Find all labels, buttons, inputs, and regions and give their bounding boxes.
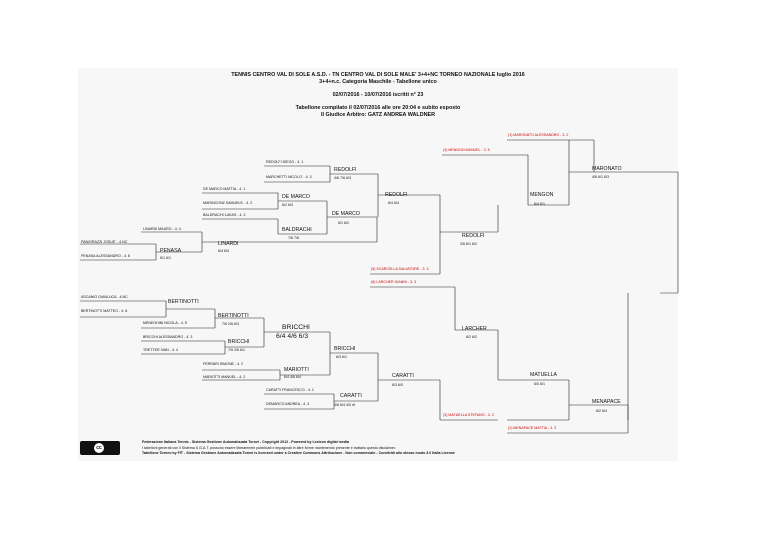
match-score: 6/4 6/3 (218, 249, 229, 253)
draw-entrant: CARATTI FRANCESCO - 4. 1 (266, 388, 314, 392)
footer-disclaimer: I tabelloni generati con il Sistema S.G.… (142, 445, 396, 450)
match-score: 6/2 6/2 (466, 335, 477, 339)
draw-entrant: PENASA ALESSANDRO - 4. 6 (81, 254, 130, 258)
seed-text: (1) MARONATO ALESSANDRO - 3. 2 (508, 133, 569, 137)
match-winner: MATUELLA (530, 372, 558, 378)
match-score: 6/1 6/2 (338, 221, 349, 225)
match-winner: CARATTI (340, 393, 362, 399)
seed-entrant: (5) SCARCELLA SALVATORE - 3. 3 (371, 267, 428, 272)
match-winner: DE MARCO (282, 194, 310, 200)
match-winner: BRICCHI (282, 324, 310, 331)
seed-text: (2) MENAPACE MATTIA - 3. 2 (508, 426, 557, 430)
match-score: 6/3 6/1 (336, 355, 347, 359)
draw-entrant: BRICCHI ALESSANDRO - 4. 3 (143, 335, 193, 339)
draw-entrant: LINARDI MAURO - 4. 4 (143, 227, 181, 231)
seed-text: (5) SCARCELLA SALVATORE - 3. 3 (371, 267, 429, 271)
match-winner: MARIOTTI (284, 367, 309, 373)
seed-entrant: (1) MARONATO ALESSANDRO - 3. 2 (508, 133, 568, 138)
match-winner: BALDRACHI (282, 227, 312, 233)
match-score: 3/6 6/4 4/0 rit (334, 403, 355, 407)
draw-entrant: MARIOTTI MANUEL - 4. 2 (203, 375, 246, 379)
seed-text: (6) LARCHER GIANNI - 3. 3 (371, 280, 417, 284)
match-score: 6/1 6/1 (160, 256, 171, 260)
draw-entrant: BERTINOTTI MATTEO - 4. 6 (81, 309, 128, 313)
draw-entrant: MARCHETTI NICOLO' - 4. 3 (266, 175, 312, 179)
match-score: 6/0 6/1 (534, 382, 545, 386)
cc-logo-icon: cc (94, 443, 104, 453)
draw-entrant: MENEGHINI NICOLA - 4. 5 (143, 321, 187, 325)
draw-entrant: PANIGRAZZI JOSUE' - 4.NC (81, 240, 128, 244)
draw-entrant: TRETTER IVAN - 4. 4 (143, 348, 178, 352)
match-winner: BERTINOTTI (168, 299, 199, 305)
match-score: 6/2 6/4 (596, 409, 607, 413)
match-score: 6/2 6/3 (282, 203, 293, 207)
referee-line: Il Giudice Arbitro: GATZ ANDREA WALDNER (321, 112, 435, 118)
match-score: 2/6 6/1 6/2 (460, 242, 477, 246)
footer-license: Tabellone Torneo by FIT - Sistema Gestio… (142, 451, 455, 456)
tournament-title: TENNIS CENTRO VAL DI SOLE A.S.D. - TN CE… (231, 72, 525, 78)
match-score: 6/3 6/0 (392, 383, 403, 387)
draw-entrant: REDOLFI DIEGO - 4. 1 (266, 160, 304, 164)
match-winner: LINARDI (218, 241, 239, 247)
footer: Federazione Italiana Tennis - Sistema Ge… (142, 440, 455, 457)
match-score: 7/6 7/6 (288, 236, 299, 240)
seed-entrant: (2) MENAPACE MATTIA - 3. 2 (508, 426, 556, 431)
match-winner: REDOLFI (334, 167, 357, 173)
match-score: 6/4 6/4 (388, 201, 399, 205)
match-score: 4/6 6/1 6/3 (592, 175, 609, 179)
match-score: 4/6 7/6 6/3 (334, 176, 351, 180)
match-score: 6/4 4/6 6/3 (276, 333, 309, 340)
match-winner: MENAPACE (592, 399, 621, 405)
match-winner: CARATTI (392, 373, 414, 379)
seed-text: (3) MATUELLA STEFANO - 3. 2 (443, 413, 494, 417)
match-winner: MENGON (530, 192, 554, 198)
match-winner: PENASA (160, 248, 182, 254)
footer-copyright: Federazione Italiana Tennis - Sistema Ge… (142, 440, 350, 444)
seed-entrant: (3) MATUELLA STEFANO - 3. 2 (443, 413, 494, 418)
draw-entrant: DE MARCO MATTIA - 4. 1 (203, 187, 246, 191)
match-winner: BERTINOTTI (218, 313, 249, 319)
tournament-header: TENNIS CENTRO VAL DI SOLE A.S.D. - TN CE… (78, 72, 678, 119)
creative-commons-badge: cc (80, 441, 120, 455)
match-winner: MARONATO (592, 166, 622, 172)
match-winner: REDOLFI (385, 192, 408, 198)
tournament-category: 3+4+n.c. Categoria Maschile - Tabellone … (319, 79, 437, 85)
seed-entrant: (6) LARCHER GIANNI - 3. 3 (371, 280, 416, 285)
match-winner: REDOLFI (462, 233, 485, 239)
seed-entrant: (4) MENGON MANUEL - 3. 5 (443, 148, 490, 153)
match-score: 6/4 6/1 (534, 202, 545, 206)
match-winner: BRICCHI (228, 339, 250, 345)
match-winner: BRICCHI (334, 346, 356, 352)
draw-entrant: BALDRACHI LUKAS - 4. 2 (203, 213, 246, 217)
tournament-dates: 02/07/2016 - 10/07/2016 iscritti n° 23 (332, 92, 424, 98)
match-score: 7/5 2/6 6/1 (228, 348, 245, 352)
seed-text: (4) MENGON MANUEL - 3. 5 (443, 148, 490, 152)
draw-entrant: DEMARCO ANDREA - 4. 3 (266, 402, 310, 406)
match-winner: DE MARCO (332, 211, 360, 217)
draw-entrant: ASCANIO GIANLUCA - 4.NC (81, 295, 128, 299)
match-score: 6/4 4/6 6/4 (284, 375, 301, 379)
draw-entrant: FERRARI SIMONE - 4. 2 (203, 362, 244, 366)
draw-entrant: MARINCONZ SAMUELE - 4. 2 (203, 201, 253, 205)
compilation-note: Tabellone compilato il 02/07/2016 alle o… (295, 105, 461, 111)
match-score: 7/6 2/6 6/3 (222, 322, 239, 326)
match-winner: LARCHER (462, 326, 487, 332)
